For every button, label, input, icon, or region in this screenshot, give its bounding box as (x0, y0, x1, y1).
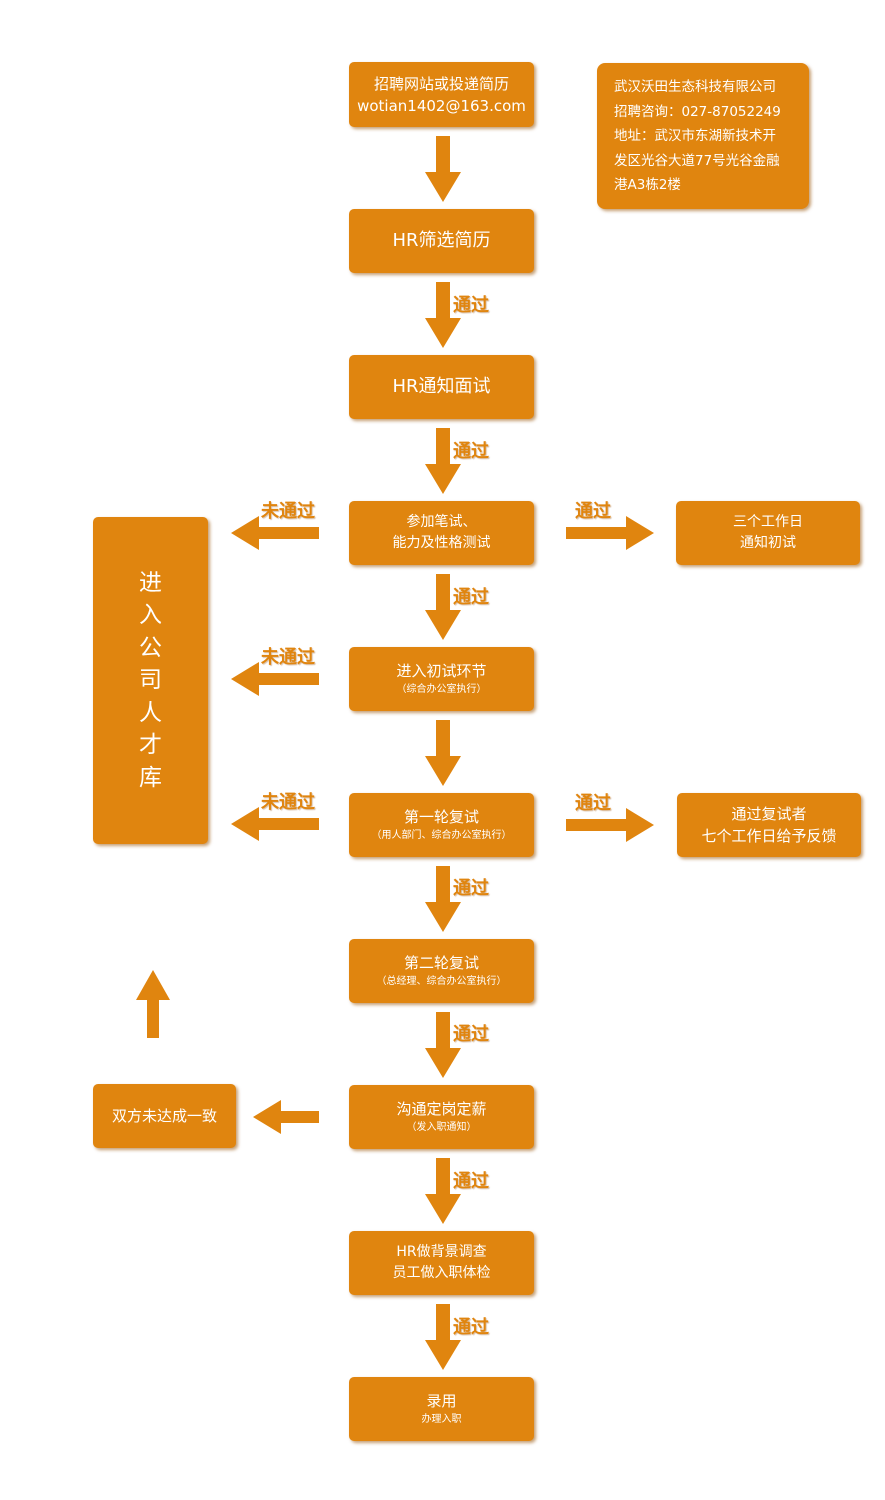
step-round2-sub: （总经理、综合办公室执行） (376, 976, 507, 987)
arrow-left-salary (253, 1100, 319, 1134)
company-info-card: 武汉沃田生态科技有限公司 招聘咨询：027-87052249 地址：武汉市东湖新… (597, 63, 809, 209)
step-apply-label: 招聘网站或投递简历 (373, 74, 509, 93)
arrow-left-round1-fail (231, 807, 319, 841)
company-address-line2: 发区光谷大道77号光谷金融 (614, 152, 780, 169)
step-background: HR做背景调查 员工做入职体检 (349, 1231, 534, 1295)
side-notify-initial-line1: 三个工作日 (733, 514, 803, 530)
label-fail: 未通过 (261, 792, 315, 813)
talent-pool-char: 人 (139, 699, 162, 726)
step-notify-label: HR通知面试 (392, 376, 491, 397)
step-salary: 沟通定岗定薪 （发入职通知） (349, 1085, 534, 1149)
step-salary-label: 沟通定岗定薪 (396, 1100, 487, 1118)
arrow-down-6 (425, 866, 461, 932)
side-notify-initial-line2: 通知初试 (740, 535, 796, 551)
label-pass: 通过 (453, 295, 489, 316)
talent-pool-char: 司 (139, 667, 162, 694)
label-pass: 通过 (453, 1171, 489, 1192)
step-screen-label: HR筛选简历 (392, 230, 491, 251)
step-initial: 进入初试环节 （综合办公室执行） (349, 647, 534, 711)
step-hire: 录用 办理入职 (349, 1377, 534, 1441)
arrow-up-to-talent-pool (136, 970, 170, 1038)
arrow-down-5 (425, 720, 461, 786)
step-written-line1: 参加笔试、 (406, 514, 477, 530)
label-pass: 通过 (453, 1317, 489, 1338)
side-feedback-line2: 七个工作日给予反馈 (701, 827, 837, 845)
talent-pool-char: 才 (139, 732, 162, 759)
step-round1-sub: （用人部门、综合办公室执行） (371, 830, 512, 841)
arrow-left-initial-fail (231, 662, 319, 696)
step-apply-email: wotian1402@163.com (357, 96, 526, 115)
side-notify-initial: 三个工作日 通知初试 (676, 501, 860, 565)
talent-pool-char: 进 (139, 569, 162, 596)
label-pass: 通过 (575, 501, 611, 522)
talent-pool: 进 入 公 司 人 才 库 (93, 517, 208, 844)
company-name: 武汉沃田生态科技有限公司 (614, 79, 776, 95)
label-fail: 未通过 (261, 647, 315, 668)
step-initial-sub: （综合办公室执行） (396, 684, 487, 695)
arrow-down-2 (425, 282, 461, 348)
arrow-down-9 (425, 1304, 461, 1370)
arrow-right-written-pass (566, 516, 654, 550)
step-salary-sub: （发入职通知） (406, 1122, 477, 1133)
step-screen: HR筛选简历 (349, 209, 534, 273)
step-round2-label: 第二轮复试 (403, 954, 479, 972)
talent-pool-char: 入 (139, 602, 162, 629)
step-written-test: 参加笔试、 能力及性格测试 (349, 501, 534, 565)
side-no-agreement: 双方未达成一致 (93, 1084, 236, 1148)
company-address-line3: 港A3栋2楼 (614, 177, 681, 193)
step-round1: 第一轮复试 （用人部门、综合办公室执行） (349, 793, 534, 857)
talent-pool-char: 库 (139, 764, 162, 791)
label-pass: 通过 (575, 793, 611, 814)
label-pass: 通过 (453, 587, 489, 608)
step-round2: 第二轮复试 （总经理、综合办公室执行） (349, 939, 534, 1003)
step-background-line2: 员工做入职体检 (392, 1265, 491, 1281)
step-hire-sub: 办理入职 (421, 1414, 462, 1425)
step-initial-label: 进入初试环节 (396, 662, 487, 680)
step-background-line1: HR做背景调查 (396, 1244, 487, 1260)
step-notify: HR通知面试 (349, 355, 534, 419)
step-written-line2: 能力及性格测试 (392, 535, 491, 551)
arrow-down-1 (425, 136, 461, 202)
step-apply: 招聘网站或投递简历 wotian1402@163.com (349, 62, 534, 127)
side-no-agreement-label: 双方未达成一致 (111, 1107, 217, 1125)
side-feedback-line1: 通过复试者 (731, 805, 807, 823)
arrow-down-8 (425, 1158, 461, 1224)
arrow-right-round1-pass (566, 808, 654, 842)
label-pass: 通过 (453, 878, 489, 899)
arrow-left-written-fail (231, 516, 319, 550)
step-round1-label: 第一轮复试 (403, 808, 479, 826)
label-fail: 未通过 (261, 501, 315, 522)
step-hire-label: 录用 (426, 1392, 457, 1410)
arrow-down-3 (425, 428, 461, 494)
company-address-line1: 地址：武汉市东湖新技术开 (614, 128, 776, 144)
company-phone: 招聘咨询：027-87052249 (614, 103, 781, 120)
label-pass: 通过 (453, 441, 489, 462)
talent-pool-char: 公 (139, 634, 162, 661)
arrow-down-7 (425, 1012, 461, 1078)
side-feedback: 通过复试者 七个工作日给予反馈 (677, 793, 861, 857)
arrow-down-4 (425, 574, 461, 640)
label-pass: 通过 (453, 1024, 489, 1045)
